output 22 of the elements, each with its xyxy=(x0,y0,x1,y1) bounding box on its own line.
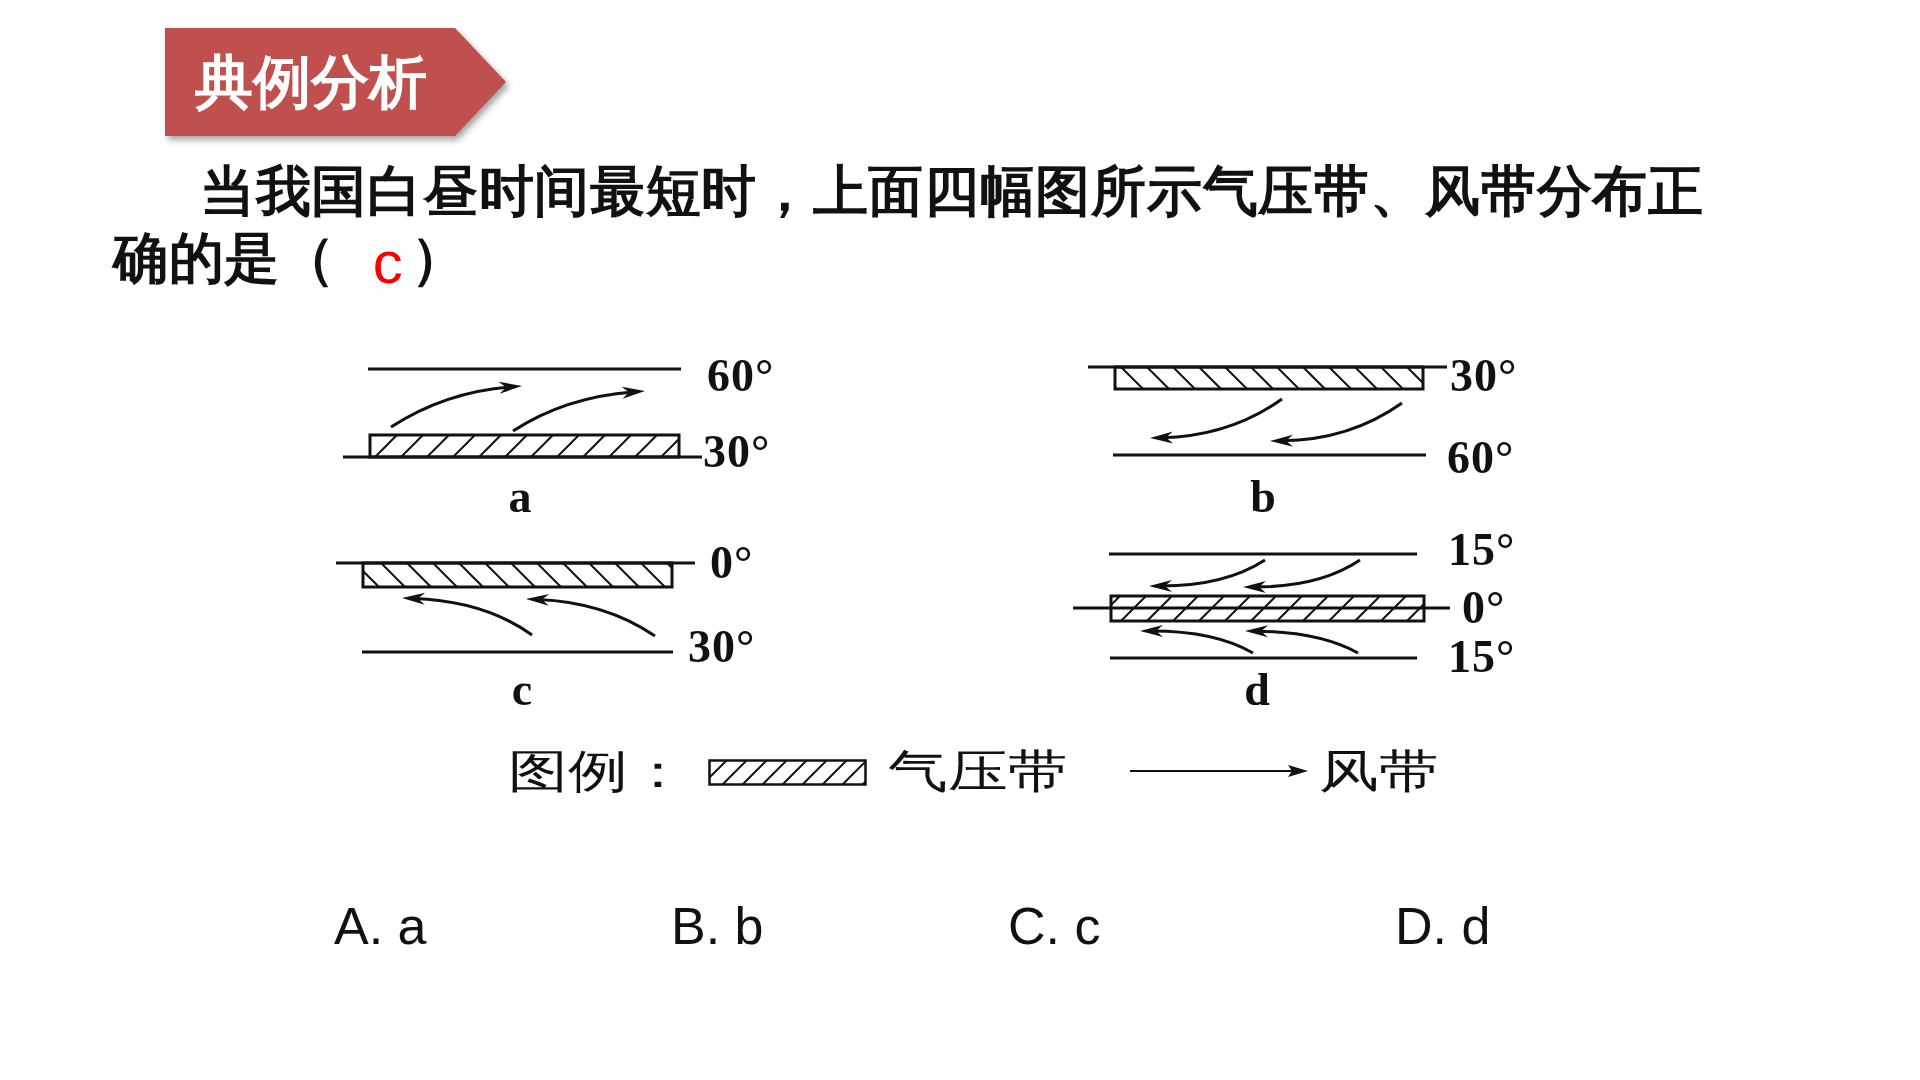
title-banner: 典例分析 xyxy=(165,28,506,136)
question-text: 当我国白昼时间最短时，上面四幅图所示气压带、风带分布正确的是（ c） xyxy=(113,158,1705,291)
latitude-label: 15° xyxy=(1448,526,1516,573)
latitude-label: 30° xyxy=(688,623,756,670)
latitude-label: 30° xyxy=(1450,352,1518,399)
legend-label: 风带 xyxy=(1319,748,1439,794)
figure-label: b xyxy=(1250,474,1276,521)
latitude-label: 0° xyxy=(1462,584,1506,631)
latitude-label: 30° xyxy=(703,428,771,475)
answer-option: B. b xyxy=(671,899,764,952)
latitude-label: 0° xyxy=(710,539,754,586)
figure-label: c xyxy=(511,667,533,714)
latitude-label: 15° xyxy=(1448,633,1516,680)
legend-title: 图例： xyxy=(508,748,688,794)
answer-option: A. a xyxy=(334,899,427,952)
figure-label: d xyxy=(1244,667,1270,714)
latitude-label: 60° xyxy=(707,352,775,399)
latitude-label: 60° xyxy=(1447,434,1515,481)
figure-label: a xyxy=(508,474,532,521)
answer-option: C. c xyxy=(1008,899,1101,952)
answer-option: D. d xyxy=(1395,899,1491,952)
legend-label: 气压带 xyxy=(888,748,1068,794)
